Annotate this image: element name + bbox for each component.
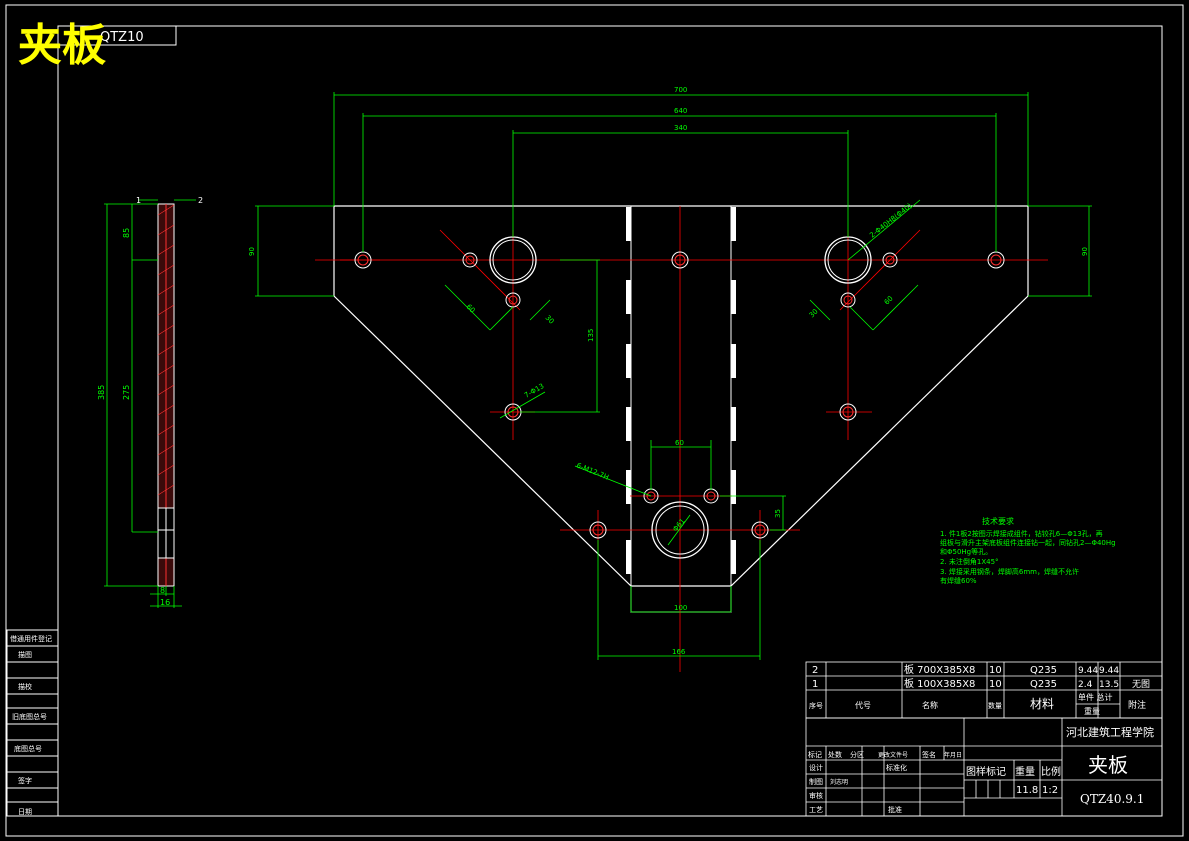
row1-material: Q235 [1030, 679, 1057, 690]
top-code: QTZ10 [100, 30, 144, 45]
dim-340: 340 [674, 124, 687, 132]
hdr-material: 材料 [1030, 697, 1054, 711]
strip-item: 借通用件登记 [10, 634, 52, 643]
outer-border [5, 4, 1184, 837]
inner-border [57, 25, 1163, 817]
part-ref-2: 2 [198, 196, 203, 205]
hdr-no: 序号 [809, 701, 823, 710]
big-title: 夹板 [18, 20, 106, 71]
standard-label: 标准化 [886, 763, 907, 772]
tech-requirements: 技术要求 1. 件1板2按图示焊接成组件，钻铰孔6—Φ13孔，再 组板与滑升主架… [940, 516, 1116, 585]
dim-640: 640 [674, 107, 687, 115]
weight-label: 重量 [1015, 765, 1035, 778]
hdr-qty: 数量 [988, 701, 1002, 710]
dim-90-left: 90 [248, 247, 256, 256]
tech-line: 组板与滑升主架底板组件连接钻一起，同钻孔2—Φ40Hg [940, 538, 1116, 547]
tech-line: 2. 未注倒角1X45° [940, 557, 999, 566]
row1-qty: 10 [989, 679, 1002, 690]
callout-holes-top-right: 2-Φ40H8(Φ40) [868, 202, 913, 240]
row1-name: 板 100X385X8 [904, 677, 975, 690]
school-name: 河北建筑工程学院 [1066, 725, 1154, 739]
row2-no: 2 [812, 665, 818, 676]
rev-mark: 标记 [808, 750, 822, 759]
rev-doc: 更改文件号 [878, 751, 908, 759]
approve-label: 批准 [888, 805, 902, 814]
dim-90-right: 90 [1081, 247, 1089, 256]
row2-total-w: 9.44 [1099, 666, 1119, 676]
weight-value: 11.8 [1016, 785, 1038, 796]
row1-no: 1 [812, 679, 818, 690]
callout-bore-bottom: Φ61 [671, 517, 686, 533]
strip-item: 描校 [18, 682, 32, 691]
dim-60-left: 60 [465, 303, 477, 315]
parts-list-text: 2 板 700X385X8 10 Q235 9.44 9.44 1 板 100X… [809, 663, 1150, 716]
side-dim-8: 8 [160, 586, 165, 595]
side-dim-275: 275 [122, 385, 131, 400]
hdr-note: 附注 [1128, 699, 1146, 711]
tech-line: 有焊缝60% [940, 576, 977, 585]
dim-30-right: 30 [808, 307, 820, 319]
stage-mark-label: 图样标记 [966, 765, 1006, 778]
tech-line: 和Φ50Hg等孔。 [940, 547, 992, 556]
design-label: 设计 [809, 763, 823, 772]
dim-30-left: 30 [544, 314, 556, 326]
hdr-name: 名称 [922, 700, 938, 710]
inner-plate-outline [630, 206, 732, 613]
review-label: 审核 [809, 791, 823, 800]
callout-holes-bottom: 6-M12-7H [575, 461, 610, 481]
dim-135: 135 [587, 329, 595, 342]
side-dim-385: 385 [97, 385, 106, 400]
hdr-weight-top: 单件 总计 [1078, 692, 1113, 702]
row1-note: 无图 [1132, 679, 1150, 690]
drawing-by-label: 制图 [809, 777, 823, 786]
dim-100: 100 [674, 604, 687, 612]
strip-item: 旧底图总号 [12, 712, 47, 721]
parts-list [805, 661, 1163, 719]
row1-unit-w: 2.4 [1078, 680, 1093, 690]
side-dim-85: 85 [122, 228, 131, 238]
dim-60-right: 60 [883, 294, 895, 306]
hdr-weight-bottom: 重量 [1084, 706, 1100, 716]
row2-name: 板 700X385X8 [904, 663, 975, 676]
rev-count: 处数 [828, 750, 842, 759]
scale-label: 比例 [1041, 765, 1061, 778]
hdr-code: 代号 [855, 700, 871, 710]
strip-item: 日期 [18, 808, 32, 816]
dim-166: 166 [672, 648, 686, 656]
tech-line: 3. 焊接采用钢条，焊脚高6mm，焊缝不允许 [940, 567, 1079, 576]
part-ref-1: 1 [136, 196, 141, 205]
drawing-by-name: 刘志明 [830, 778, 848, 786]
side-view: 385 275 85 8 16 1 2 [97, 196, 203, 608]
left-strip: 借通用件登记 描图 描校 旧底图总号 底图总号 签字 日期 [6, 629, 59, 817]
title-block-text: 标记 处数 分区 更改文件号 签名 年月日 设计 标准化 制图 刘志明 审核 工… [808, 725, 1154, 814]
row2-unit-w: 9.44 [1078, 666, 1098, 676]
rev-sign: 签名 [922, 750, 936, 759]
front-view: 700 640 340 90 90 60 30 60 30 135 60 35 … [248, 86, 1092, 672]
dim-60-bottom: 60 [675, 439, 684, 447]
rev-zone: 分区 [850, 750, 864, 759]
drawing-number: QTZ40.9.1 [1080, 792, 1144, 806]
scale-value: 1:2 [1042, 785, 1058, 796]
tech-title: 技术要求 [982, 516, 1014, 526]
strip-item: 底图总号 [14, 744, 42, 753]
dim-700: 700 [674, 86, 687, 94]
row2-qty: 10 [989, 665, 1002, 676]
row1-total-w: 13.5 [1099, 680, 1119, 690]
part-name: 夹板 [1088, 753, 1128, 777]
callout-holes-left: 7-Φ13 [523, 382, 546, 400]
process-label: 工艺 [809, 806, 823, 814]
strip-item: 签字 [18, 776, 32, 785]
tech-line: 1. 件1板2按图示焊接成组件，钻铰孔6—Φ13孔，再 [940, 529, 1103, 538]
dim-35: 35 [774, 509, 782, 518]
strip-item: 描图 [18, 650, 32, 659]
side-dim-16: 16 [160, 598, 170, 607]
row2-material: Q235 [1030, 665, 1057, 676]
code-box [57, 25, 177, 46]
rev-date: 年月日 [944, 751, 962, 759]
title-block [805, 717, 1163, 817]
